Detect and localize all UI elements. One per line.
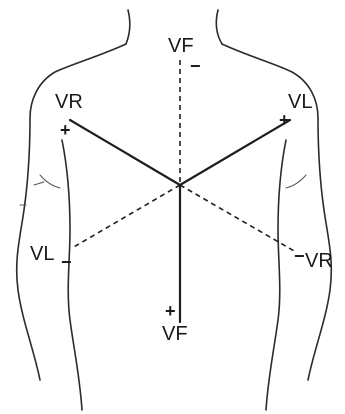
label-vf-bottom: VF <box>162 323 188 345</box>
neck-left <box>126 10 130 44</box>
polarity-vl-bottom: − <box>61 252 72 272</box>
label-vl-top: VL <box>288 91 312 113</box>
label-vr-bottom: VR <box>305 250 333 272</box>
polarity-vf-bottom: + <box>165 301 176 321</box>
lead-axes <box>70 60 296 322</box>
label-vl-bottom: VL <box>30 243 54 265</box>
vl-axis-upper <box>180 120 290 185</box>
polarity-vr-top: + <box>60 120 71 140</box>
polarity-marks: − + + − − + <box>60 56 305 321</box>
polarity-vf-top: − <box>190 56 201 76</box>
right-torso-side <box>266 140 286 410</box>
neck-right <box>216 10 222 44</box>
vl-axis-lower <box>72 185 180 248</box>
left-torso-side <box>62 140 82 410</box>
polarity-vr-bottom: − <box>294 246 305 266</box>
polarity-vl-top: + <box>279 110 290 130</box>
label-vr-top: VR <box>55 91 83 113</box>
right-armpit-contour <box>286 175 306 188</box>
lead-labels: VF VR VL VL VR VF <box>30 35 333 345</box>
vr-axis-upper <box>70 120 180 185</box>
torso-outline <box>17 10 332 410</box>
left-armpit-contour <box>40 175 60 188</box>
left-sketch-mark <box>34 182 44 185</box>
label-vf-top: VF <box>168 35 194 57</box>
